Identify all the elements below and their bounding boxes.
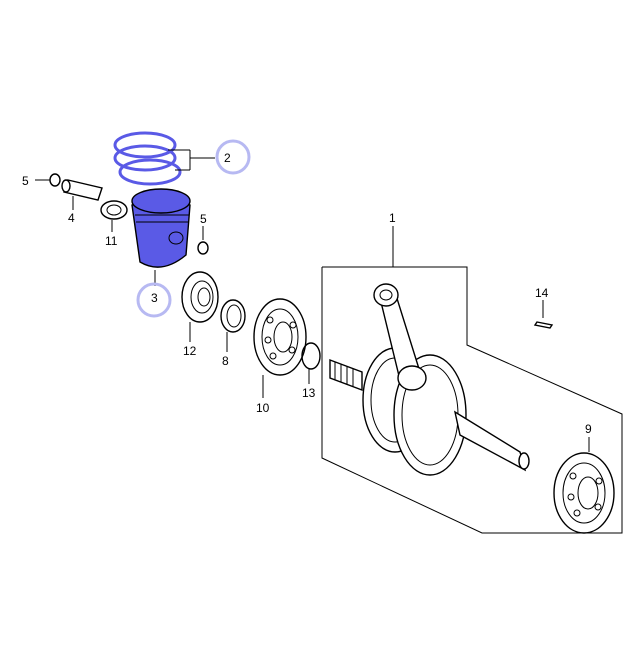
piston-pin-clip-right [197, 241, 209, 255]
callout-12: 12 [183, 344, 197, 358]
piston-pin-clip-left [49, 173, 61, 187]
bearing-9 [553, 452, 615, 534]
needle-bearing-11 [100, 200, 128, 220]
piston-highlighted [131, 188, 191, 268]
callout-1: 1 [389, 211, 396, 225]
key-14 [533, 321, 554, 329]
callout-2: 2 [224, 151, 231, 165]
crankshaft [329, 283, 530, 476]
oil-seal-12 [181, 271, 219, 323]
callout-13: 13 [302, 386, 316, 400]
crankshaft-assembly-frame [321, 226, 623, 534]
callout-14: 14 [535, 286, 549, 300]
callout-labels: 1 2 3 4 5 5 8 9 10 11 12 13 14 [22, 151, 592, 436]
callout-3: 3 [151, 291, 158, 305]
callout-5-right: 5 [200, 212, 207, 226]
callout-9: 9 [585, 422, 592, 436]
piston-pin-4 [61, 179, 103, 201]
callout-4: 4 [68, 211, 75, 225]
leader-lines [35, 179, 590, 452]
callout-10: 10 [256, 401, 270, 415]
piston-rings-highlighted [113, 131, 215, 186]
circlip-13 [301, 342, 321, 370]
washer-8 [220, 299, 246, 333]
callout-11: 11 [105, 234, 118, 248]
callout-highlights [136, 139, 251, 318]
bearing-10 [253, 298, 307, 376]
callout-8: 8 [222, 354, 229, 368]
callout-5-left: 5 [22, 174, 29, 188]
